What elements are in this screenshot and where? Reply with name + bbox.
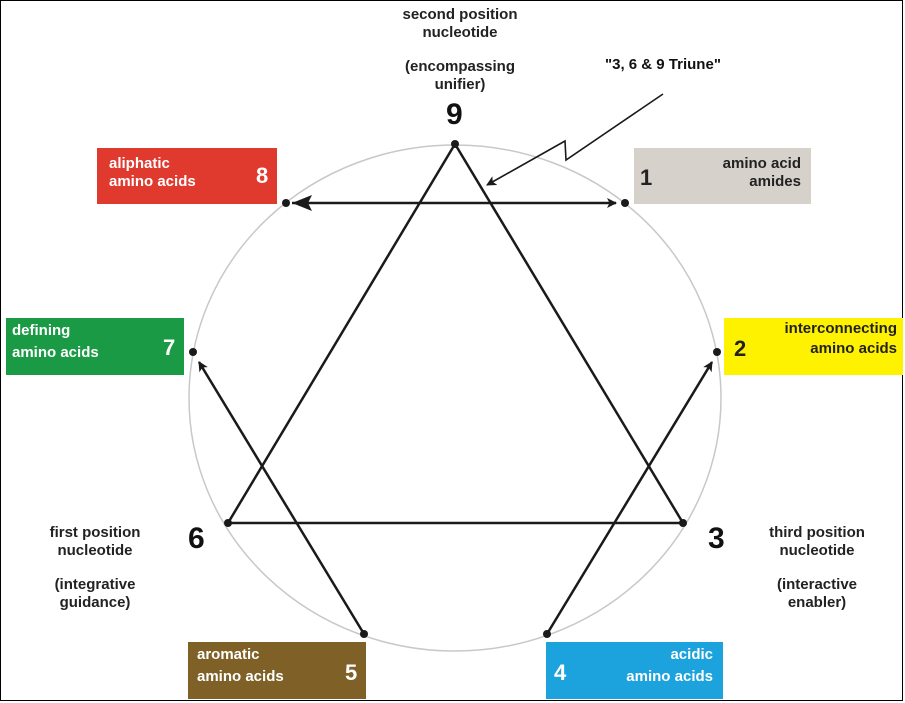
acidic-line2: amino acids [626,668,713,685]
first-position-sub2: guidance) [59,594,131,611]
aromatic-line1: aromatic [197,646,260,663]
number-3: 3 [708,522,725,555]
first-position-sub1: (integrative [54,576,136,593]
triune-pointer [486,93,664,186]
second-position-sub1: (encompassing [404,58,516,75]
third-position-label: third position nucleotide (interactive e… [752,524,882,612]
triangle-edge-9-6 [226,143,457,524]
aliphatic-box: aliphatic amino acids 8 [97,148,277,204]
aromatic-line2: amino acids [197,668,284,685]
interconnecting-number: 2 [734,336,747,361]
arrow-4-2 [545,361,714,635]
defining-line2: amino acids [12,344,99,361]
amides-line2: amides [749,173,801,190]
arrowhead-left-8 [292,195,312,211]
node-dot-9 [451,140,459,148]
second-position-sub2: unifier) [434,76,486,93]
third-position-sub1: (interactive [776,576,858,593]
node-dot-7 [189,348,197,356]
first-position-line1: first position [49,524,141,541]
aromatic-box: aromatic amino acids 5 [188,642,366,699]
node-dot-2 [713,348,721,356]
aliphatic-text: aliphatic amino acids [109,155,196,191]
number-9: 9 [446,98,463,131]
triangle-edge-3-9 [453,143,685,524]
third-position-line1: third position [769,524,865,541]
node-dot-4 [543,630,551,638]
aromatic-text: aromatic amino acids [197,646,284,686]
second-position-label: second position nucleotide (encompassing… [370,6,550,94]
first-position-label: first position nucleotide (integrative g… [30,524,160,612]
interconnecting-line1: interconnecting [784,320,897,337]
node-dot-6 [224,519,232,527]
second-position-line2: nucleotide [422,24,498,41]
interconnecting-line2: amino acids [810,340,897,357]
defining-text: defining amino acids [12,322,99,362]
node-dot-8 [282,199,290,207]
node-dot-5 [360,630,368,638]
amides-text: amino acid amides [723,155,801,191]
arrow-5-7 [197,361,366,635]
amides-box: 1 amino acid amides [634,148,811,204]
aromatic-number: 5 [345,660,358,685]
aliphatic-line2: amino acids [109,173,196,190]
defining-number: 7 [163,335,176,360]
number-6: 6 [188,522,205,555]
aliphatic-number: 8 [256,163,269,188]
defining-box: defining amino acids 7 [6,318,184,375]
third-position-sub2: enabler) [787,594,847,611]
aliphatic-line1: aliphatic [109,155,170,172]
node-dot-3 [679,519,687,527]
interconnecting-box: 2 interconnecting amino acids [724,318,903,375]
third-position-line2: nucleotide [779,542,855,559]
second-position-line1: second position [402,6,518,23]
acidic-text: acidic amino acids [626,646,713,686]
outer-circle [188,144,722,652]
node-dot-1 [621,199,629,207]
acidic-line1: acidic [670,646,713,663]
acidic-number: 4 [554,660,567,685]
triune-label: "3, 6 & 9 Triune" [605,56,721,73]
defining-line1: defining [12,322,71,339]
amides-number: 1 [640,165,653,190]
interconnecting-text: interconnecting amino acids [784,320,897,358]
first-position-line2: nucleotide [57,542,133,559]
amides-line1: amino acid [722,155,801,172]
acidic-box: 4 acidic amino acids [546,642,723,699]
